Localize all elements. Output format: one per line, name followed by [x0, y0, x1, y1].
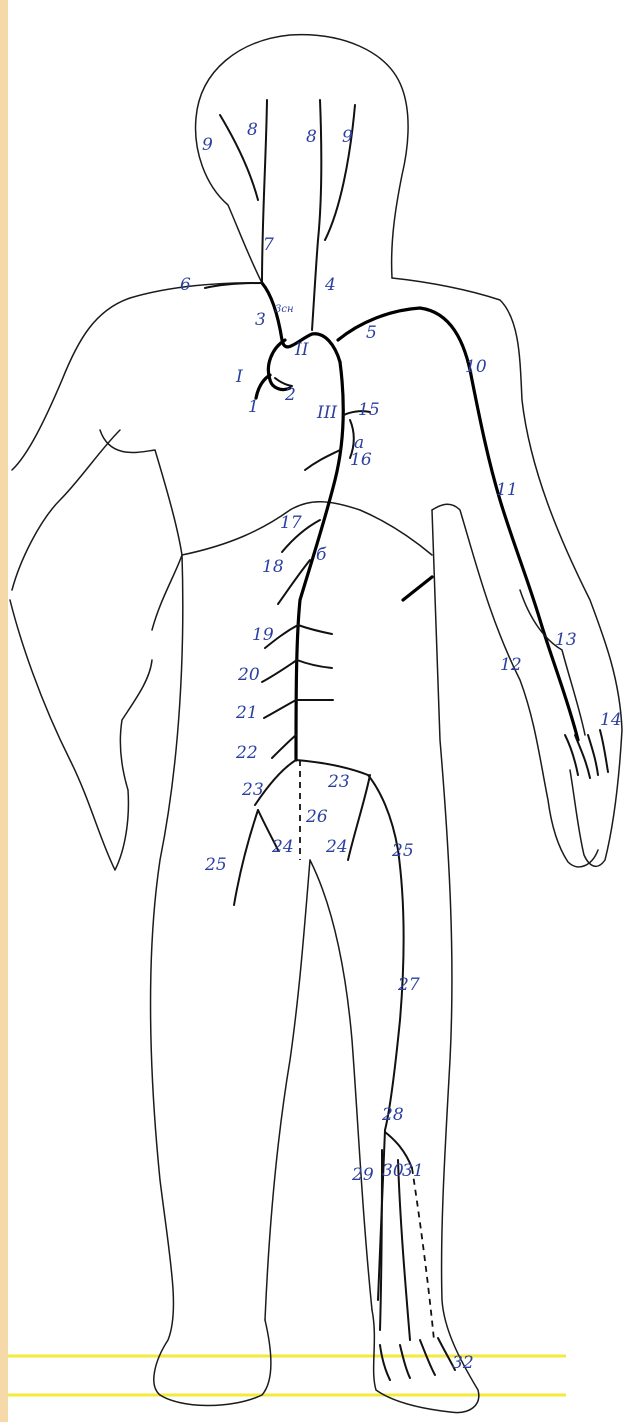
- label-4: 4: [324, 275, 336, 295]
- vessel-20-right: [297, 660, 332, 668]
- label-25-right: 25: [391, 841, 414, 861]
- label-17: 17: [280, 513, 302, 533]
- vessel-31: [412, 1168, 434, 1340]
- vessel-19-right: [298, 625, 332, 634]
- label-14: 14: [600, 710, 622, 730]
- label-8-right: 8: [306, 127, 317, 147]
- left-hand-fingers: [10, 600, 152, 870]
- label-12: 12: [500, 655, 522, 675]
- left-hand: [100, 430, 182, 630]
- vessel-25-left: [234, 810, 258, 905]
- label-11: 11: [496, 480, 518, 500]
- label-b: б: [316, 545, 327, 565]
- labels: 9 8 8 9 7 6 4 3 3сн II 5 10 I 1 2 III 15…: [180, 120, 622, 1373]
- label-3: 3: [255, 310, 266, 330]
- label-24-left: 24: [271, 837, 294, 857]
- label-5: 5: [366, 323, 377, 343]
- label-III: III: [316, 403, 337, 423]
- vessel-8-left: [262, 100, 267, 283]
- vessel-5-10-11: [338, 308, 578, 740]
- right-arm-outer: [392, 278, 622, 866]
- label-9-right: 9: [342, 127, 353, 147]
- label-1: 1: [248, 397, 259, 417]
- right-leg-inner: [310, 860, 372, 1310]
- left-arm-outer: [12, 283, 262, 470]
- label-I: I: [235, 367, 243, 387]
- label-15: 15: [358, 400, 380, 420]
- label-21: 21: [235, 703, 258, 723]
- stray-mark: [403, 577, 432, 600]
- left-leg-inner: [265, 860, 310, 1320]
- label-30: 30: [382, 1161, 404, 1181]
- head-outline: [196, 35, 409, 283]
- label-3sm: 3сн: [275, 304, 294, 315]
- vessel-9-right: [325, 105, 355, 240]
- right-arm-inner: [432, 504, 598, 867]
- label-8-left: 8: [247, 120, 258, 140]
- vessel-1: [256, 375, 270, 398]
- label-19: 19: [252, 625, 274, 645]
- vessel-32-b: [400, 1345, 410, 1378]
- label-10: 10: [465, 357, 487, 377]
- label-9-left: 9: [202, 135, 213, 155]
- vessel-20-left: [262, 660, 297, 682]
- label-25-left: 25: [204, 855, 227, 875]
- label-6: 6: [180, 275, 191, 295]
- vessel-14-a: [565, 735, 578, 775]
- label-18: 18: [262, 557, 284, 577]
- vessel-22: [272, 735, 296, 758]
- label-29: 29: [351, 1165, 374, 1185]
- label-13: 13: [555, 630, 577, 650]
- left-arm-inner: [12, 430, 120, 590]
- vessel-24-right: [348, 775, 370, 860]
- label-26: 26: [305, 807, 328, 827]
- label-32: 32: [452, 1353, 474, 1373]
- label-II: II: [294, 340, 309, 360]
- label-16: 16: [350, 450, 372, 470]
- body-outline: [10, 35, 622, 1413]
- label-20: 20: [237, 665, 260, 685]
- label-23-left: 23: [241, 780, 264, 800]
- label-22: 22: [235, 743, 258, 763]
- vessel-21-left: [264, 700, 296, 718]
- vessel-14-c: [588, 735, 598, 775]
- vessel-30: [398, 1160, 410, 1340]
- vessel-14-d: [600, 730, 608, 772]
- label-31: 31: [402, 1161, 424, 1181]
- label-7: 7: [263, 235, 274, 255]
- label-27: 27: [397, 975, 420, 995]
- vessel-16: [305, 450, 340, 470]
- label-24-right: 24: [325, 837, 348, 857]
- right-torso-side: [372, 510, 479, 1413]
- heart-and-vessels: [205, 100, 608, 1380]
- vessel-32-a: [380, 1345, 390, 1380]
- label-2: 2: [284, 385, 296, 405]
- label-23-right: 23: [327, 772, 350, 792]
- label-28: 28: [381, 1105, 404, 1125]
